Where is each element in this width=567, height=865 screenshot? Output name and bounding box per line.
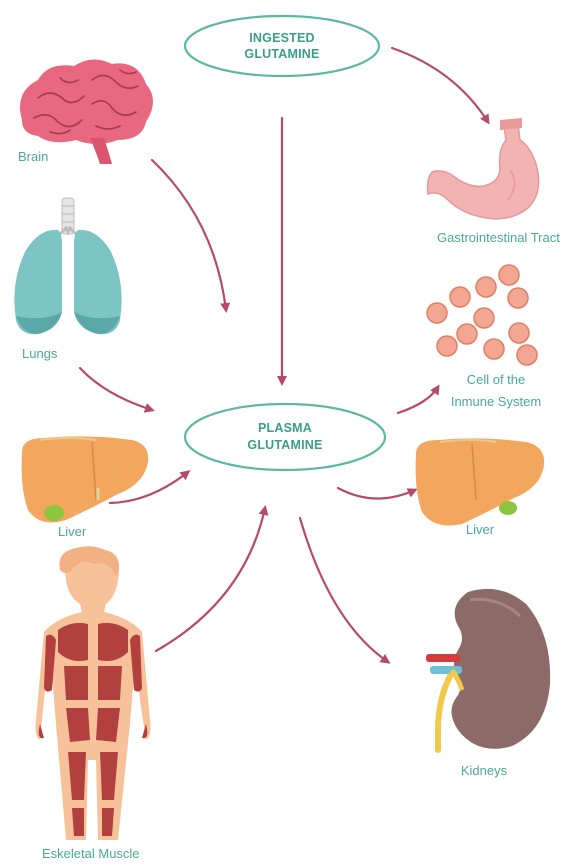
kidney-icon	[426, 589, 550, 750]
plasma-glutamine-node: PLASMA GLUTAMINE	[185, 404, 385, 470]
arrow-lungs-to-plasma	[80, 368, 152, 410]
label-kidneys: Kidneys	[461, 763, 508, 778]
label-gastrointestinal: Gastrointestinal Tract	[437, 230, 560, 245]
stomach-icon	[428, 118, 539, 219]
label-brain: Brain	[18, 149, 48, 164]
arrow-muscle-to-plasma	[156, 508, 265, 651]
label-liver-right: Liver	[466, 522, 495, 537]
label-liver-left: Liver	[58, 524, 87, 539]
arrow-ingested-to-gi	[392, 48, 488, 122]
label-immune-line1: Cell of the	[467, 372, 526, 387]
ingested-line1: INGESTED	[249, 31, 315, 45]
liver-icon-right	[416, 438, 545, 525]
arrow-plasma-to-immune	[398, 387, 438, 413]
lungs-icon	[14, 198, 121, 334]
immune-cells-icon	[427, 265, 537, 365]
arrow-plasma-to-liver	[338, 488, 415, 499]
plasma-line1: PLASMA	[258, 421, 312, 435]
label-lungs: Lungs	[22, 346, 58, 361]
label-immune-line2: Inmune System	[451, 394, 541, 409]
ingested-line2: GLUTAMINE	[244, 47, 319, 61]
label-skeletal-muscle: Eskeletal Muscle	[42, 846, 140, 861]
arrows	[80, 48, 488, 662]
arrow-brain-to-plasma	[152, 160, 226, 310]
plasma-line2: GLUTAMINE	[247, 438, 322, 452]
muscle-body-icon	[36, 546, 151, 840]
liver-icon-left	[22, 436, 149, 522]
ingested-glutamine-node: INGESTED GLUTAMINE	[185, 16, 379, 76]
arrow-plasma-to-kidney	[300, 518, 388, 662]
